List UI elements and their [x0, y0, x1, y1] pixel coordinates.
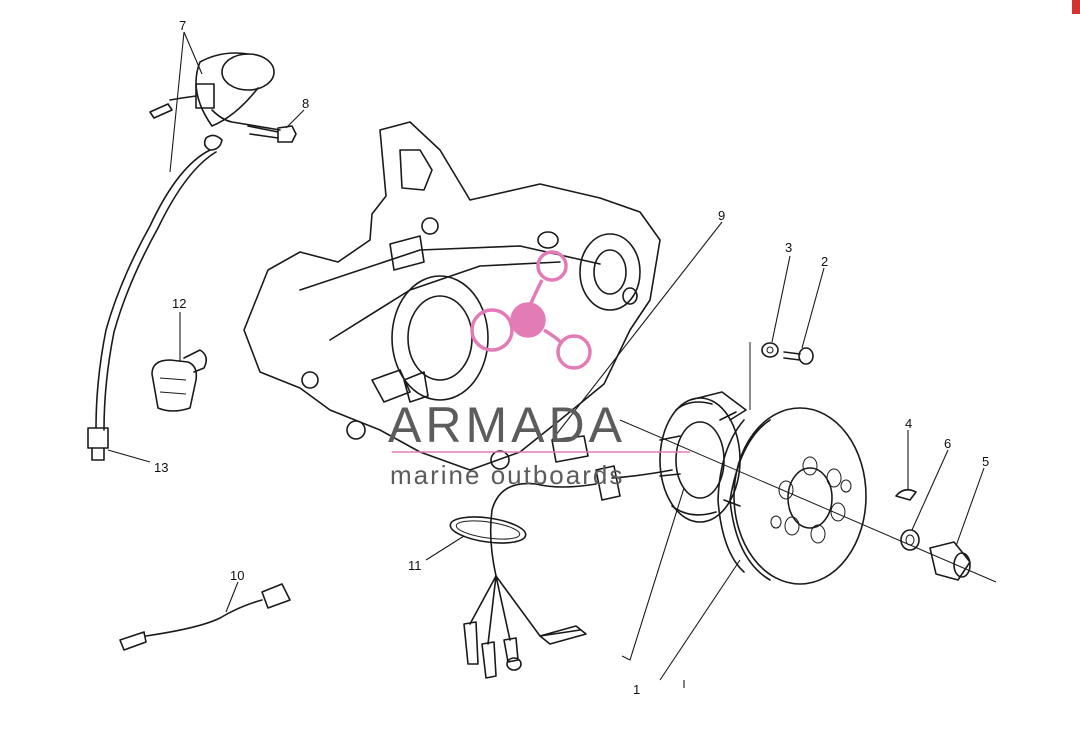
- watermark-tagline: marine outboards: [390, 460, 624, 490]
- grommet: [449, 516, 527, 544]
- leader-lines: [107, 31, 985, 688]
- watermark: ARMADA marine outboards: [388, 250, 690, 490]
- callout-7: 7: [179, 18, 186, 33]
- stator: [611, 391, 747, 523]
- callout-6: 6: [944, 436, 951, 451]
- watermark-brand: ARMADA: [388, 397, 626, 453]
- callout-13: 13: [154, 460, 168, 475]
- plug-cap: [151, 349, 208, 412]
- stator-harness: [463, 465, 621, 679]
- flywheel-washer: [900, 529, 920, 551]
- callout-12: 12: [172, 296, 186, 311]
- plug-terminal: [87, 427, 109, 461]
- flywheel: [717, 407, 867, 585]
- pickup: [551, 435, 589, 463]
- callout-3: 3: [785, 240, 792, 255]
- callout-8: 8: [302, 96, 309, 111]
- callout-10: 10: [230, 568, 244, 583]
- corner-marker: [1072, 0, 1080, 14]
- ignition-coil: [95, 52, 281, 431]
- screw: [783, 347, 814, 365]
- callout-11: 11: [408, 558, 422, 573]
- callout-4: 4: [905, 416, 912, 431]
- crankcase: [243, 121, 661, 471]
- callout-9: 9: [718, 208, 725, 223]
- callout-1: 1: [633, 682, 640, 697]
- washer: [761, 342, 779, 358]
- woodruff-key: [895, 488, 917, 501]
- callout-5: 5: [982, 454, 989, 469]
- flywheel-nut: [929, 541, 971, 581]
- callout-2: 2: [821, 254, 828, 269]
- coil-bolt: [247, 125, 297, 143]
- ground-lead: [119, 583, 291, 651]
- watermark-logo: [470, 250, 592, 370]
- crank-axis: [619, 419, 997, 583]
